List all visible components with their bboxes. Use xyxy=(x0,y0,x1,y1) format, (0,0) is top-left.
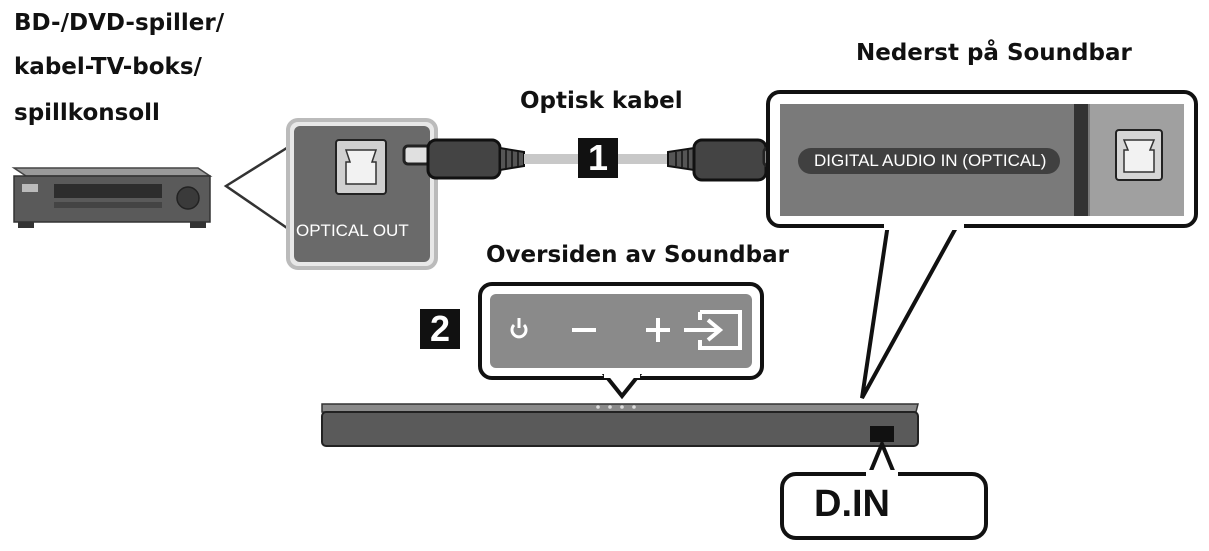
optical-port-icon xyxy=(335,139,387,195)
soundbar-top-title: Oversiden av Soundbar xyxy=(486,242,789,268)
soundbar-bottom-panel xyxy=(766,90,1198,228)
optical-cable xyxy=(402,138,798,182)
source-device-label-line-1: BD-/DVD-spiller/ xyxy=(14,10,225,36)
optical-out-label: OPTICAL OUT xyxy=(296,221,409,240)
step-1-badge: 1 xyxy=(578,138,618,178)
source-device-label-line-3: spillkonsoll xyxy=(14,100,160,126)
step-2-badge: 2 xyxy=(420,309,460,349)
cable-label: Optisk kabel xyxy=(520,88,683,114)
cd-player-icon xyxy=(11,167,213,228)
optical-out-panel xyxy=(286,118,438,270)
power-icon xyxy=(510,318,528,339)
soundbar-icon xyxy=(321,403,919,447)
volume-up-icon xyxy=(646,318,670,342)
soundbar-bottom-title: Nederst på Soundbar xyxy=(856,40,1132,66)
display-din-label: D.IN xyxy=(814,483,890,525)
source-device-label-line-2: kabel-TV-boks/ xyxy=(14,54,202,80)
digital-audio-in-label: DIGITAL AUDIO IN (OPTICAL) xyxy=(814,151,1047,170)
soundbar-top-panel xyxy=(478,282,764,380)
source-input-icon xyxy=(684,310,742,350)
